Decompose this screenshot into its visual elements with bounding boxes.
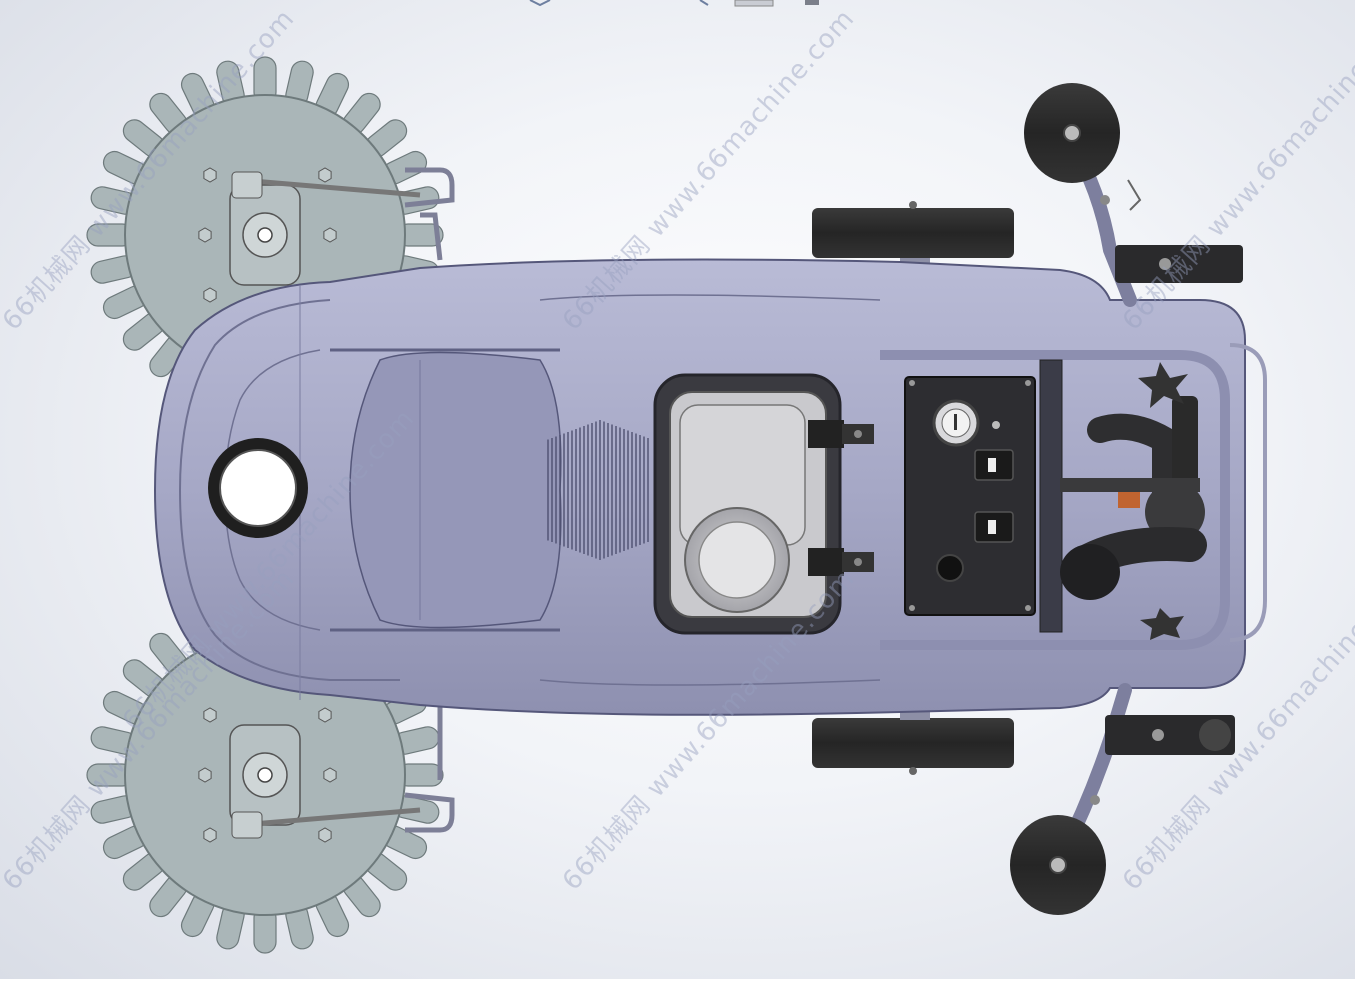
control-panel (904, 376, 1036, 616)
suction-port (208, 438, 308, 538)
toolbar-remnant (529, 0, 819, 7)
handle-frame (880, 343, 1267, 650)
star-knob-top (1138, 362, 1188, 408)
star-knob-bottom (1140, 608, 1184, 640)
caster-bottom (1010, 683, 1235, 915)
panel-side-bar (1039, 359, 1063, 633)
hose-assembly (1060, 396, 1207, 600)
tank-window (653, 373, 874, 635)
caster-top (1024, 83, 1243, 307)
